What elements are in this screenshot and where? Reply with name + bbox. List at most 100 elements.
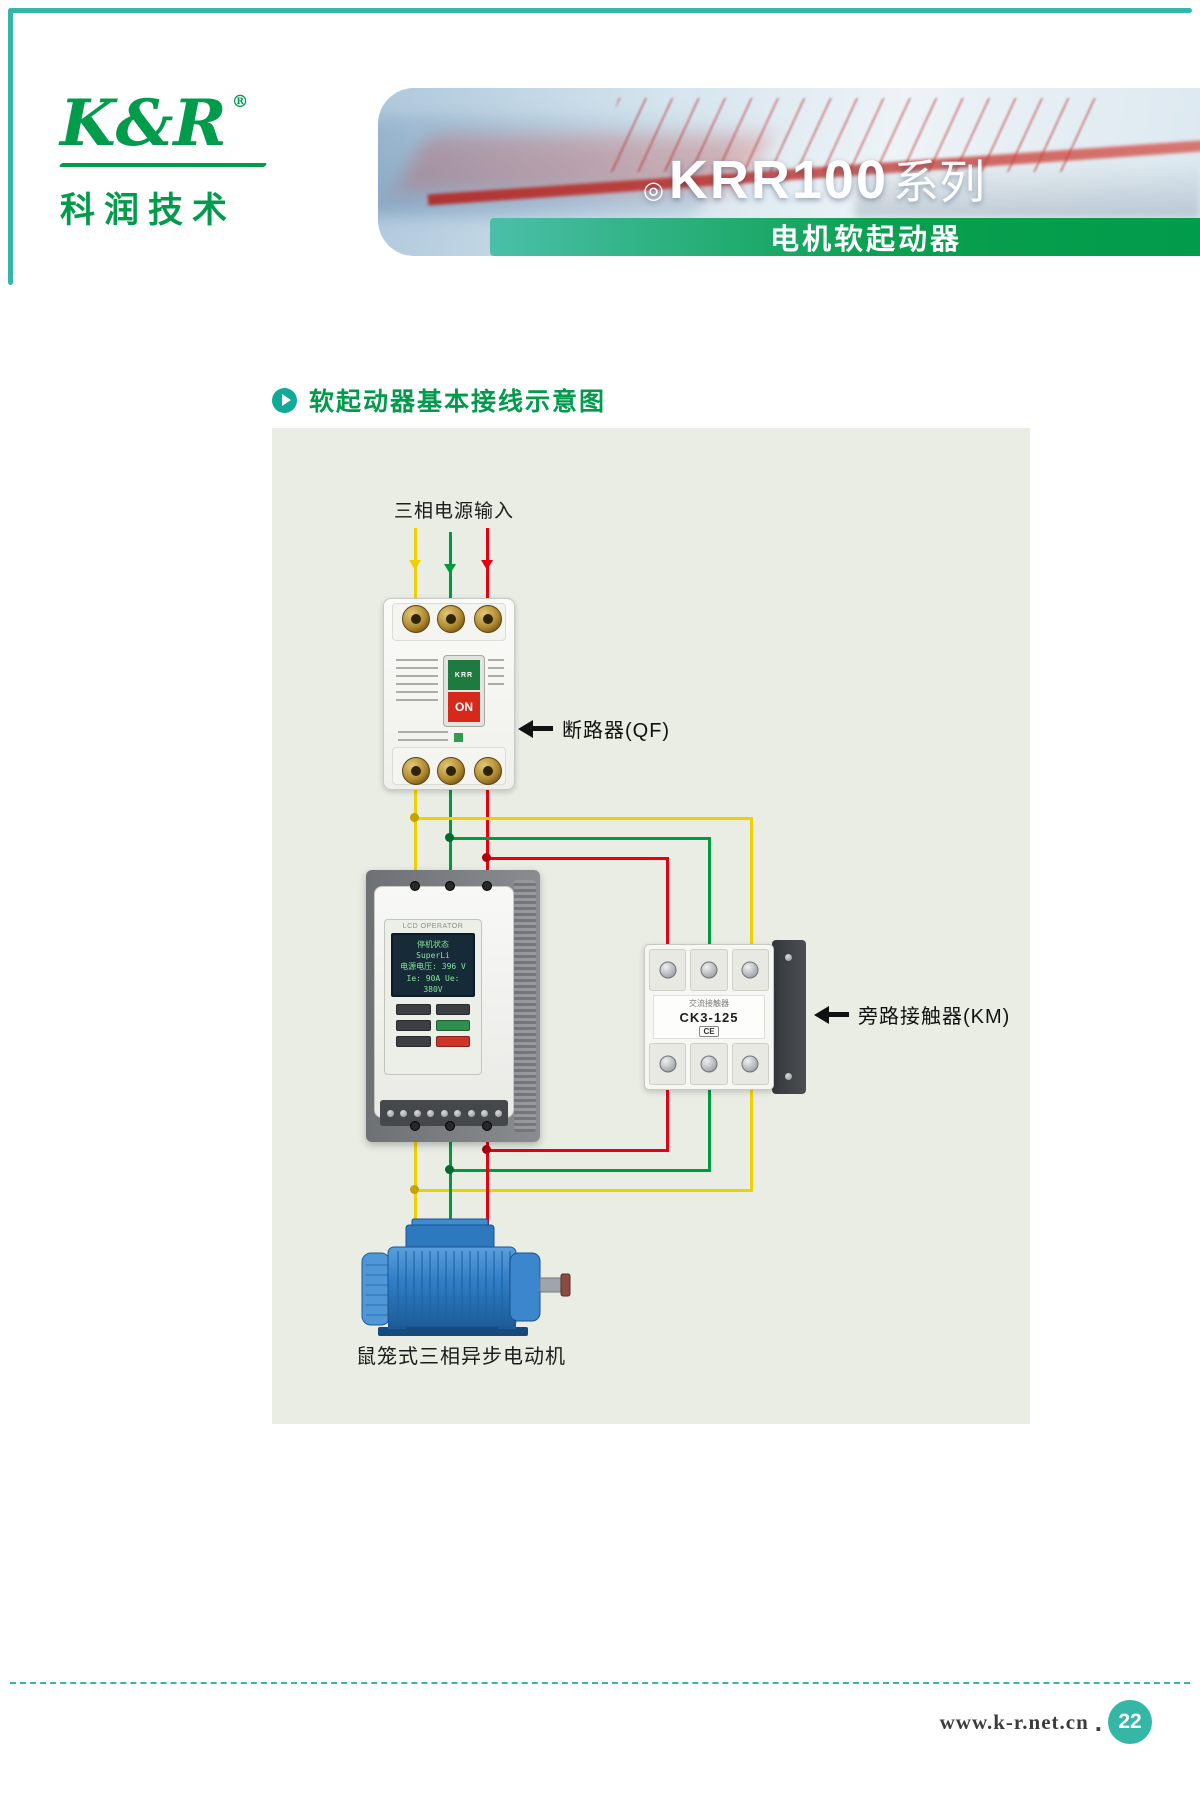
- keypad-button: [396, 1020, 431, 1031]
- footer-separator: .: [1094, 1707, 1102, 1737]
- contactor-label: 旁路接触器(KM): [858, 1006, 1011, 1028]
- breaker-terminal: [402, 757, 430, 785]
- contactor-terminal: [649, 1043, 687, 1085]
- motor-label: 鼠笼式三相异步电动机: [356, 1346, 566, 1368]
- breaker-terminal: [474, 605, 502, 633]
- breaker-terminal: [402, 605, 430, 633]
- breaker-spec-text: [488, 659, 504, 687]
- soft-starter: LCD OPERATOR 停机状态 SuperLi 电源电压: 396 V Ie…: [374, 886, 514, 1118]
- footer-website: www.k-r.net.cn: [939, 1709, 1089, 1734]
- breaker-on-button: ON: [448, 692, 480, 722]
- starter-input-terminal: [410, 881, 420, 891]
- product-subtitle: 电机软起动器: [769, 224, 962, 256]
- starter-input-terminal: [445, 881, 455, 891]
- junction-dot: [445, 1165, 454, 1174]
- play-bullet-icon: [272, 387, 297, 413]
- logo-chinese-name: 科润技术: [60, 191, 237, 230]
- contactor-mounting-plate: [772, 940, 806, 1094]
- wire-l3-top-bus: [486, 857, 668, 860]
- bypass-contactor: 交流接触器 CK3-125 CE: [644, 944, 774, 1090]
- wire-l1-top-bus: [414, 817, 752, 820]
- terminal-screw: [427, 1109, 434, 1117]
- power-input-label: 三相电源输入: [394, 501, 515, 522]
- wire-l1-contactor-in: [750, 817, 753, 948]
- series-bullet-icon: ◎: [642, 177, 664, 204]
- wire-l1-bottom-bus: [414, 1189, 753, 1192]
- wire-l2-motor: [449, 1169, 452, 1236]
- starter-output-terminal: [445, 1121, 455, 1131]
- contactor-type-text: 交流接触器: [689, 998, 729, 1008]
- starter-output-terminal: [410, 1121, 420, 1131]
- wire-l3-bottom-bus: [486, 1149, 669, 1152]
- terminal-screw: [386, 1109, 394, 1117]
- section-heading: 软起动器基本接线示意图: [272, 382, 606, 418]
- arrow-down-icon: [444, 564, 456, 574]
- wire-l1-contactor-out: [750, 1086, 753, 1192]
- breaker-spec-text: [396, 659, 438, 707]
- breaker-terminal: [437, 605, 465, 633]
- terminal-screw: [481, 1109, 488, 1117]
- contactor-top-terminals: [649, 949, 769, 991]
- wire-l2-contactor-in: [708, 837, 711, 948]
- footer-divider: [10, 1682, 1190, 1684]
- contactor-terminal: [731, 949, 769, 991]
- contactor-bottom-terminals: [649, 1043, 769, 1085]
- mounting-screw: [785, 1073, 792, 1080]
- breaker-terminal: [474, 757, 502, 785]
- wire-l3-contactor-in: [666, 857, 669, 948]
- junction-dot: [482, 853, 491, 862]
- breaker-terminal: [437, 757, 465, 785]
- frame-top-line: [10, 8, 1192, 13]
- induction-motor: [358, 1213, 573, 1346]
- section-title: 软起动器基本接线示意图: [309, 388, 607, 416]
- lcd-line: 停机状态: [417, 940, 449, 949]
- header-banner: ◎ KRR100 系列 电机软起动器: [378, 88, 1200, 256]
- keypad-button: [396, 1004, 431, 1015]
- pointer-arrow-tail: [829, 1012, 849, 1017]
- wire-l2-starter-out: [449, 1126, 452, 1172]
- brand-logo: K&R ® 科润技术: [58, 92, 268, 233]
- registered-mark-icon: ®: [231, 92, 249, 112]
- terminal-screw: [494, 1109, 502, 1117]
- breaker-label-chip: [454, 733, 463, 742]
- wire-l3-breaker-out: [486, 786, 489, 886]
- starter-keypad: [396, 1004, 470, 1047]
- breaker-brand-plate: KRR: [448, 660, 480, 690]
- breaker-label: 断路器(QF): [562, 720, 671, 742]
- motor-illustration: [361, 1218, 571, 1336]
- breaker-rocker-switch: KRR ON: [443, 655, 485, 727]
- contactor-callout: 旁路接触器(KM): [814, 1000, 1010, 1029]
- keypad-button: [435, 1036, 470, 1047]
- mounting-screw: [785, 954, 792, 961]
- arrow-down-icon: [409, 560, 421, 570]
- panel-title: LCD OPERATOR: [402, 923, 464, 930]
- wire-l1-starter-out: [414, 1126, 417, 1192]
- terminal-screw: [467, 1109, 475, 1117]
- wire-l1-motor: [414, 1189, 417, 1236]
- logo-wordmark: K&R ®: [60, 92, 266, 156]
- contactor-terminal: [649, 949, 687, 991]
- pointer-arrow-icon: [518, 719, 533, 738]
- keypad-button: [435, 1004, 470, 1015]
- frame-left-line: [8, 8, 13, 285]
- wire-l2-top-bus: [449, 837, 710, 840]
- wire-l3-contactor-out: [666, 1086, 669, 1152]
- contactor-terminal: [731, 1043, 769, 1085]
- starter-input-terminal: [482, 881, 492, 891]
- wire-l2-bottom-bus: [449, 1169, 711, 1172]
- series-name: KRR100: [668, 150, 888, 210]
- terminal-screw: [413, 1109, 421, 1117]
- contactor-model: CK3-125: [679, 1009, 739, 1025]
- ce-mark: CE: [699, 1025, 719, 1037]
- wire-l3-motor: [486, 1149, 489, 1236]
- series-suffix: 系列: [893, 156, 985, 208]
- contactor-terminal: [690, 949, 728, 991]
- terminal-screw: [454, 1109, 461, 1117]
- circuit-breaker: KRR ON: [383, 598, 515, 790]
- starter-control-panel: LCD OPERATOR 停机状态 SuperLi 电源电压: 396 V Ie…: [384, 919, 482, 1075]
- logo-text: K&R: [60, 86, 227, 161]
- series-title: ◎ KRR100 系列: [643, 146, 985, 212]
- arrow-down-icon: [481, 560, 493, 570]
- pointer-arrow-icon: [814, 1005, 829, 1024]
